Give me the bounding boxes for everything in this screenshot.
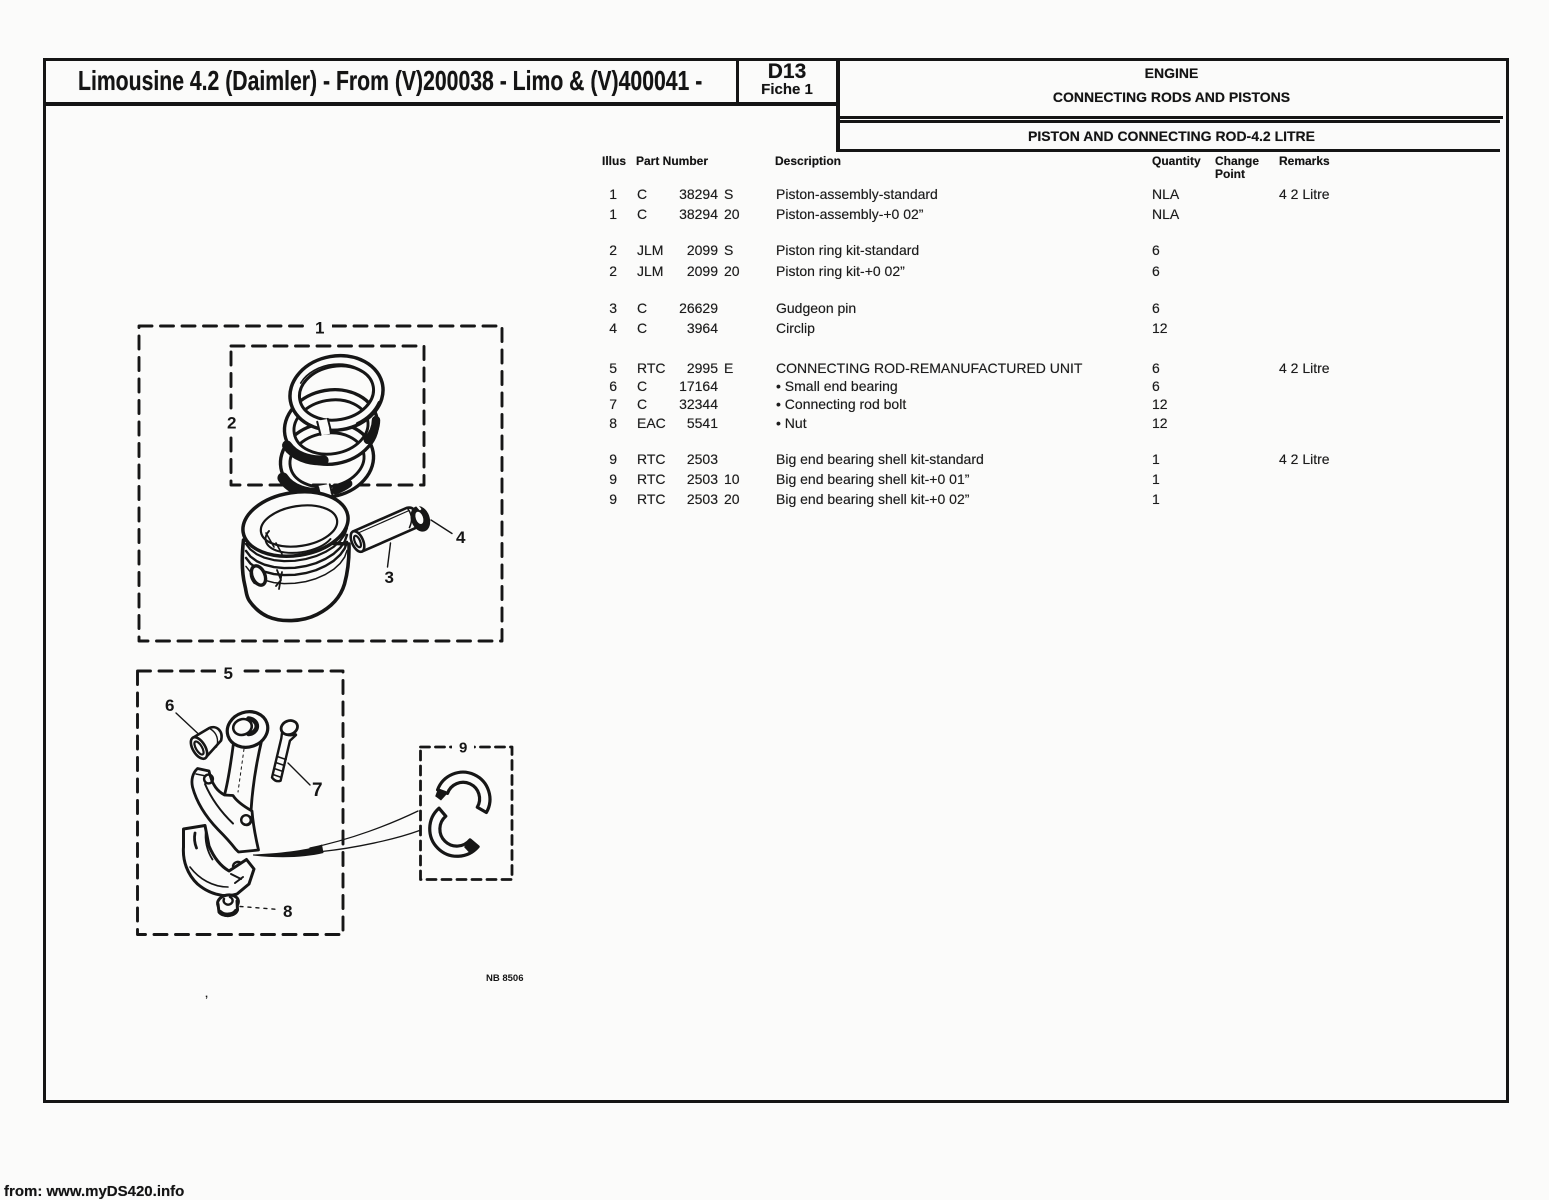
svg-text:‚: ‚ bbox=[205, 988, 208, 1000]
svg-text:5: 5 bbox=[224, 664, 233, 683]
svg-text:6: 6 bbox=[165, 696, 174, 715]
svg-text:3: 3 bbox=[385, 568, 394, 587]
svg-text:NB 8506: NB 8506 bbox=[486, 973, 524, 984]
svg-text:8: 8 bbox=[283, 902, 292, 921]
svg-text:4: 4 bbox=[456, 528, 466, 547]
svg-text:9: 9 bbox=[459, 740, 467, 757]
svg-text:1: 1 bbox=[315, 319, 324, 338]
svg-text:2: 2 bbox=[227, 414, 236, 433]
svg-text:7: 7 bbox=[312, 780, 323, 801]
